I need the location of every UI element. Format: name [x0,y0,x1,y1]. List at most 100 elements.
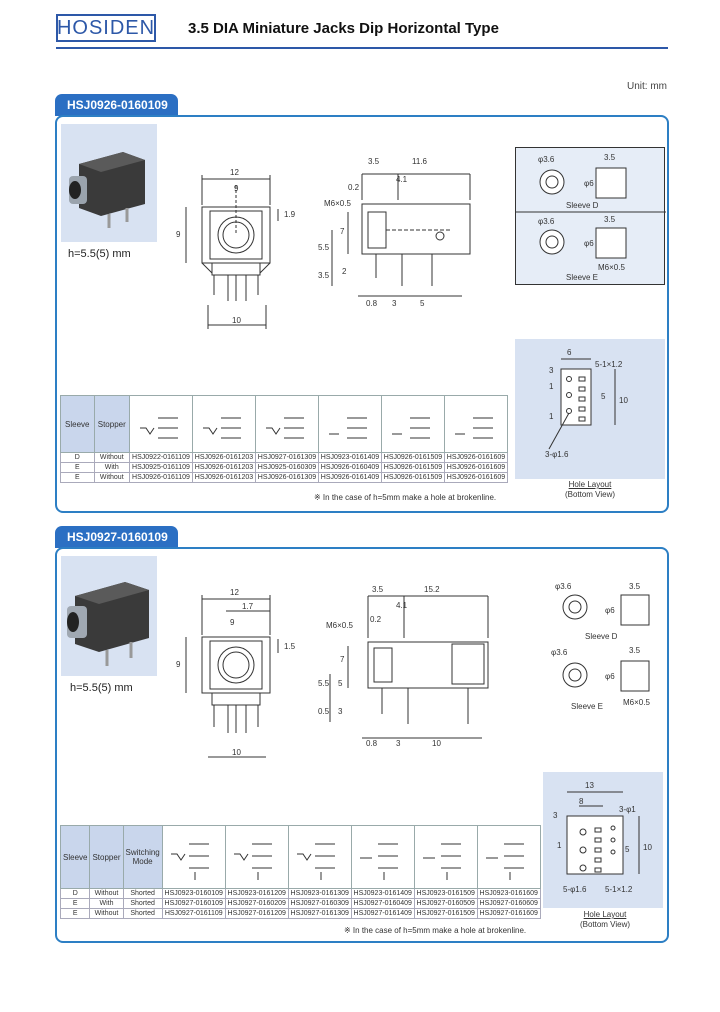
table2-schematic-5 [413,825,478,889]
hole-dim-2-1: 8 [579,797,584,806]
jack-photo-icon [67,582,149,666]
table-cell: HSJ0926-0161109 [128,472,193,483]
table-row: E Without HSJ0926-0161109 HSJ0926-016120… [60,472,509,483]
footnote-1: ※ In the case of h=5mm make a hole at br… [314,493,497,502]
hole-dim-1-6: 1 [549,412,554,421]
table-cell: HSJ0927-0161209 [224,908,289,919]
front-view-drawing-2: 12 1.7 9 9 1.5 10 [176,588,296,758]
table-cell: HSJ0926-0160409 [317,462,382,473]
hole-dim-1-3: 1 [549,382,554,391]
table2-schematic-1 [161,825,226,889]
hole-dim-2-5: 5 [625,845,630,854]
hole-caption-title-1: Hole Layout [568,480,612,489]
table1-schematic-1 [128,395,193,453]
table-cell: Without [89,908,124,919]
hole-dim-1-1: 5-1×1.2 [595,360,623,369]
table2-header-sleeve: Sleeve [59,825,91,889]
hole-layout-box-1: 6 5-1×1.2 3 1 5 10 1 3-φ1.6 [515,339,665,479]
table-row: D Without HSJ0922-0161109 HSJ0926-016120… [60,452,509,463]
table-cell: HSJ0926-0161203 [191,472,256,483]
table-cell: HSJ0926-0161609 [443,452,509,463]
table2-header-mode: Switching Mode [122,825,163,889]
hole-dim-1-2: 3 [549,366,554,375]
table1-schematic-3 [254,395,319,453]
table1-header-stopper: Stopper [93,395,130,453]
table-cell: HSJ0927-0161409 [350,908,415,919]
table-cell: E [59,908,91,919]
side-dim-2-8: 0.5 [318,707,330,716]
front-dim-2-5: 10 [232,748,241,757]
sleeve-e-thread-1: M6×0.5 [598,263,625,272]
side-dim-1-8: 2 [342,267,347,276]
table-cell: HSJ0923-0161509 [413,888,478,899]
side-dim-1-6: 5.5 [318,243,330,252]
model-table-1: Sleeve Stopper D Without HSJ0922-0161109… [60,395,509,483]
sleeve-e-thread-2: M6×0.5 [623,698,650,707]
table2-schematic-3 [287,825,352,889]
front-dim-2-3: 9 [176,660,181,669]
table-cell: HSJ0927-0160109 [161,898,226,909]
table-cell: HSJ0927-0161309 [287,908,352,919]
table-cell: HSJ0927-0161509 [413,908,478,919]
hole-dim-2-8: 5-1×1.2 [605,885,633,894]
table-cell: Shorted [122,898,163,909]
table-cell: E [59,898,91,909]
side-dim-2-7: 5 [338,679,343,688]
table-cell: HSJ0927-0161609 [476,908,541,919]
hole-dim-1-4: 5 [601,392,606,401]
sleeve-e-dim-2: 3.5 [629,646,641,655]
table-cell: HSJ0927-0160409 [350,898,415,909]
table-cell: HSJ0923-0160109 [161,888,226,899]
table-cell: HSJ0927-0160309 [287,898,352,909]
hole-dim-2-3: 3-φ1 [619,805,636,814]
page-title: 3.5 DIA Miniature Jacks Dip Horizontal T… [188,20,499,37]
unit-label: Unit: mm [627,81,667,92]
front-view-drawing-1: 12 9 1.9 9 10 [176,168,296,329]
table-cell: HSJ0926-0161203 [191,462,256,473]
side-dim-1-3: 4.1 [396,175,408,184]
table2-schematic-2 [224,825,289,889]
side-dim-1-0: 3.5 [368,157,380,166]
sleeve-d-dia-2: φ3.6 [555,582,572,591]
table1-schematic-6 [443,395,509,453]
side-dim-2-9: 3 [338,707,343,716]
table-cell: HSJ0926-0161409 [317,472,382,483]
table-cell: HSJ0926-0161203 [191,452,256,463]
hole-dim-2-2: 3 [553,811,558,820]
table-row: E With HSJ0925-0161109 HSJ0926-0161203 H… [60,462,509,473]
table-cell: HSJ0923-0161209 [224,888,289,899]
sleeve-e-phi-2: φ6 [605,672,615,681]
hole-dim-1-7: 3-φ1.6 [545,450,569,459]
part-tab-1: HSJ0926-0160109 [55,94,178,116]
side-dim-2-6: 5.5 [318,679,330,688]
table-cell: D [60,452,95,463]
table-cell: Without [93,472,130,483]
side-dim-2-12: 10 [432,739,441,748]
sleeve-e-dim-1: 3.5 [604,215,616,224]
sleeve-e-caption-2: Sleeve E [571,702,603,711]
hole-dim-1-0: 6 [567,348,572,357]
hole-caption-title-2: Hole Layout [583,910,627,919]
sleeve-d-phi-1: φ6 [584,179,594,188]
height-label-1: h=5.5(5) mm [68,248,131,260]
table1-schematic-5 [380,395,445,453]
front-dim-1-1: 9 [234,184,239,193]
side-dim-1-4: M6×0.5 [324,199,351,208]
sleeve-types-box-2: φ3.6 3.5 φ6 Sleeve D φ3.6 3.5 φ6 M6×0.5 … [541,577,663,715]
table-cell: With [93,462,130,473]
part-tab-2: HSJ0927-0160109 [55,526,178,548]
front-dim-1-0: 12 [230,168,239,177]
table-cell: Shorted [122,908,163,919]
front-dim-2-0: 12 [230,588,239,597]
front-dim-1-3: 9 [176,230,181,239]
table-row: E Without Shorted HSJ0927-0161109 HSJ092… [59,908,541,919]
sleeve-d-dia-1: φ3.6 [538,155,555,164]
table-cell: HSJ0923-0161409 [317,452,382,463]
hole-dim-2-7: 5-φ1.6 [563,885,587,894]
side-dim-2-10: 0.8 [366,739,378,748]
table1-schematic-2 [191,395,256,453]
product-photo-2 [61,556,157,676]
table-cell: HSJ0927-0160209 [224,898,289,909]
table-cell: HSJ0927-0160509 [413,898,478,909]
side-dim-1-7: 3.5 [318,271,330,280]
